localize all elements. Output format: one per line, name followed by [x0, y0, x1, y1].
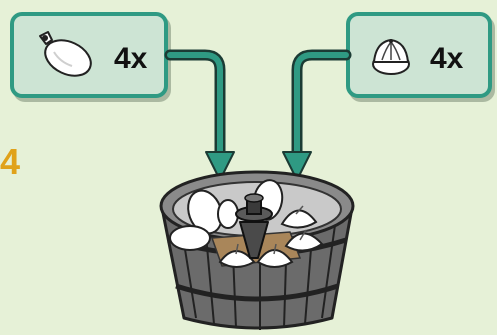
arrow-right	[283, 55, 346, 180]
arrow-left	[170, 55, 234, 180]
